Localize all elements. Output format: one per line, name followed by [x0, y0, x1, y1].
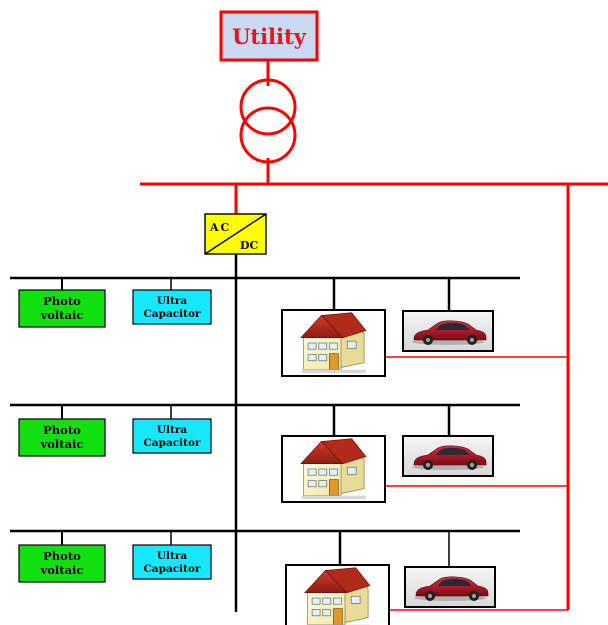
pv-label-line2: voltaic — [40, 437, 84, 451]
ultracapacitor-box: Ultra Capacitor — [132, 289, 212, 325]
dc-network — [10, 254, 520, 612]
photovoltaic-box: Photo voltaic — [18, 418, 106, 457]
ultracap-label-line2: Capacitor — [143, 437, 201, 449]
load-row-2: Photo voltaic Ultra Capacitor — [18, 418, 494, 503]
photovoltaic-box: Photo voltaic — [18, 289, 106, 328]
pv-label-line2: voltaic — [40, 563, 84, 577]
utility-label: Utility — [232, 24, 307, 49]
ultracap-label-line2: Capacitor — [143, 308, 201, 320]
utility-box: Utility — [219, 10, 319, 62]
pv-label-line2: voltaic — [40, 308, 84, 322]
ultracap-label-line1: Ultra — [157, 424, 188, 436]
ultracapacitor-box: Ultra Capacitor — [132, 544, 212, 580]
car-icon — [402, 435, 494, 477]
transformer-icon — [239, 78, 297, 164]
car-icon — [402, 310, 494, 352]
pv-label-line1: Photo — [43, 549, 81, 563]
ultracap-label-line1: Ultra — [157, 295, 188, 307]
pv-label-line1: Photo — [43, 423, 81, 437]
ultracap-label-line2: Capacitor — [143, 563, 201, 575]
ac-dc-converter: AC DC — [204, 213, 267, 255]
house-icon — [285, 564, 390, 625]
ultracap-label-line1: Ultra — [157, 550, 188, 562]
load-row-3: Photo voltaic Ultra Capacitor — [18, 544, 496, 625]
house-icon — [281, 309, 386, 377]
converter-ac-label: AC — [209, 221, 231, 234]
car-icon — [404, 566, 496, 608]
ultracapacitor-box: Ultra Capacitor — [132, 418, 212, 454]
pv-label-line1: Photo — [43, 294, 81, 308]
house-icon — [281, 435, 386, 503]
load-row-1: Photo voltaic Ultra Capacitor — [18, 289, 494, 377]
photovoltaic-box: Photo voltaic — [18, 544, 106, 583]
ac-network — [140, 60, 608, 611]
converter-dc-label: DC — [240, 239, 259, 252]
